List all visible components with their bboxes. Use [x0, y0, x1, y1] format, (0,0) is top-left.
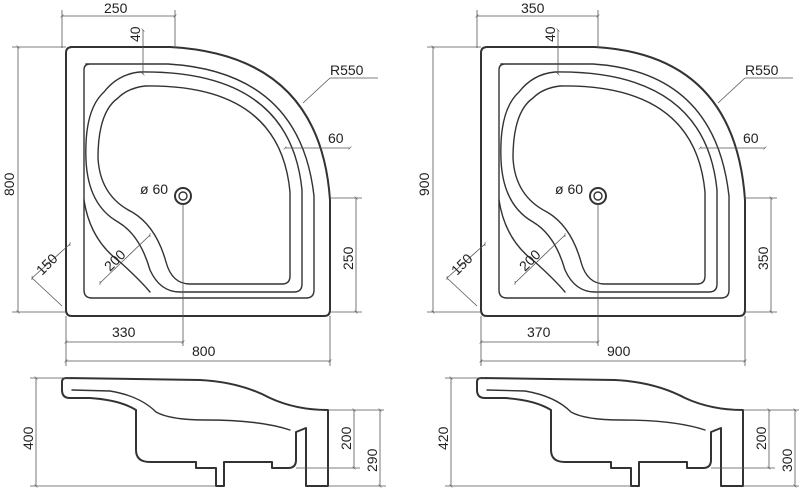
left-side-profile	[61, 377, 329, 487]
left-dim-330: 330	[112, 324, 136, 340]
right-dim-900-vertical: 900	[416, 172, 432, 196]
right-drain-inner	[593, 191, 603, 201]
left-side-basin	[71, 389, 291, 431]
left-dim-250-right: 250	[340, 246, 356, 270]
right-tray-rim	[498, 63, 730, 299]
right-side-profile	[476, 377, 744, 487]
right-top-view: 350 40 R550 60 ø 60 900 150 200 350	[416, 0, 793, 366]
right-tray-outer	[480, 46, 746, 317]
left-dim-40: 40	[127, 26, 143, 42]
left-dim-60: 60	[328, 130, 344, 146]
right-basin-inner	[512, 85, 706, 285]
left-dim-200-side: 200	[338, 426, 354, 450]
right-dim-200-side: 200	[753, 426, 769, 450]
left-dim-200: 200	[101, 246, 129, 274]
left-radius: R550	[330, 62, 364, 78]
left-dim-400: 400	[20, 426, 36, 450]
right-dim-900-horizontal: 900	[607, 343, 631, 359]
left-dim-290: 290	[364, 448, 380, 472]
right-dim-60: 60	[743, 130, 759, 146]
right-radius: R550	[745, 62, 779, 78]
right-drain-label: ø 60	[555, 181, 583, 197]
right-dim-200: 200	[516, 246, 544, 274]
left-dim-800-horizontal: 800	[192, 343, 216, 359]
right-side-view: 420 200 300	[435, 376, 799, 488]
left-drain-inner	[178, 191, 188, 201]
left-drain	[174, 187, 192, 205]
right-drain	[589, 187, 607, 205]
right-dim-300: 300	[779, 448, 795, 472]
left-top-view: 250 40 R550 60 ø 60 800 150 200 250	[1, 0, 378, 366]
left-dim-250: 250	[104, 0, 128, 16]
right-dim-40: 40	[542, 26, 558, 42]
left-tray-rim	[83, 63, 315, 299]
right-dim-420: 420	[435, 426, 451, 450]
left-side-view: 400 200 290	[20, 376, 386, 488]
left-drain-label: ø 60	[140, 181, 168, 197]
right-side-basin	[486, 389, 706, 431]
right-dim-370: 370	[527, 324, 551, 340]
right-dim-350: 350	[521, 0, 545, 16]
left-tray-outer	[65, 46, 331, 317]
right-dim-350-right: 350	[755, 246, 771, 270]
left-dim-800-vertical: 800	[1, 172, 17, 196]
left-basin-inner	[97, 85, 291, 285]
